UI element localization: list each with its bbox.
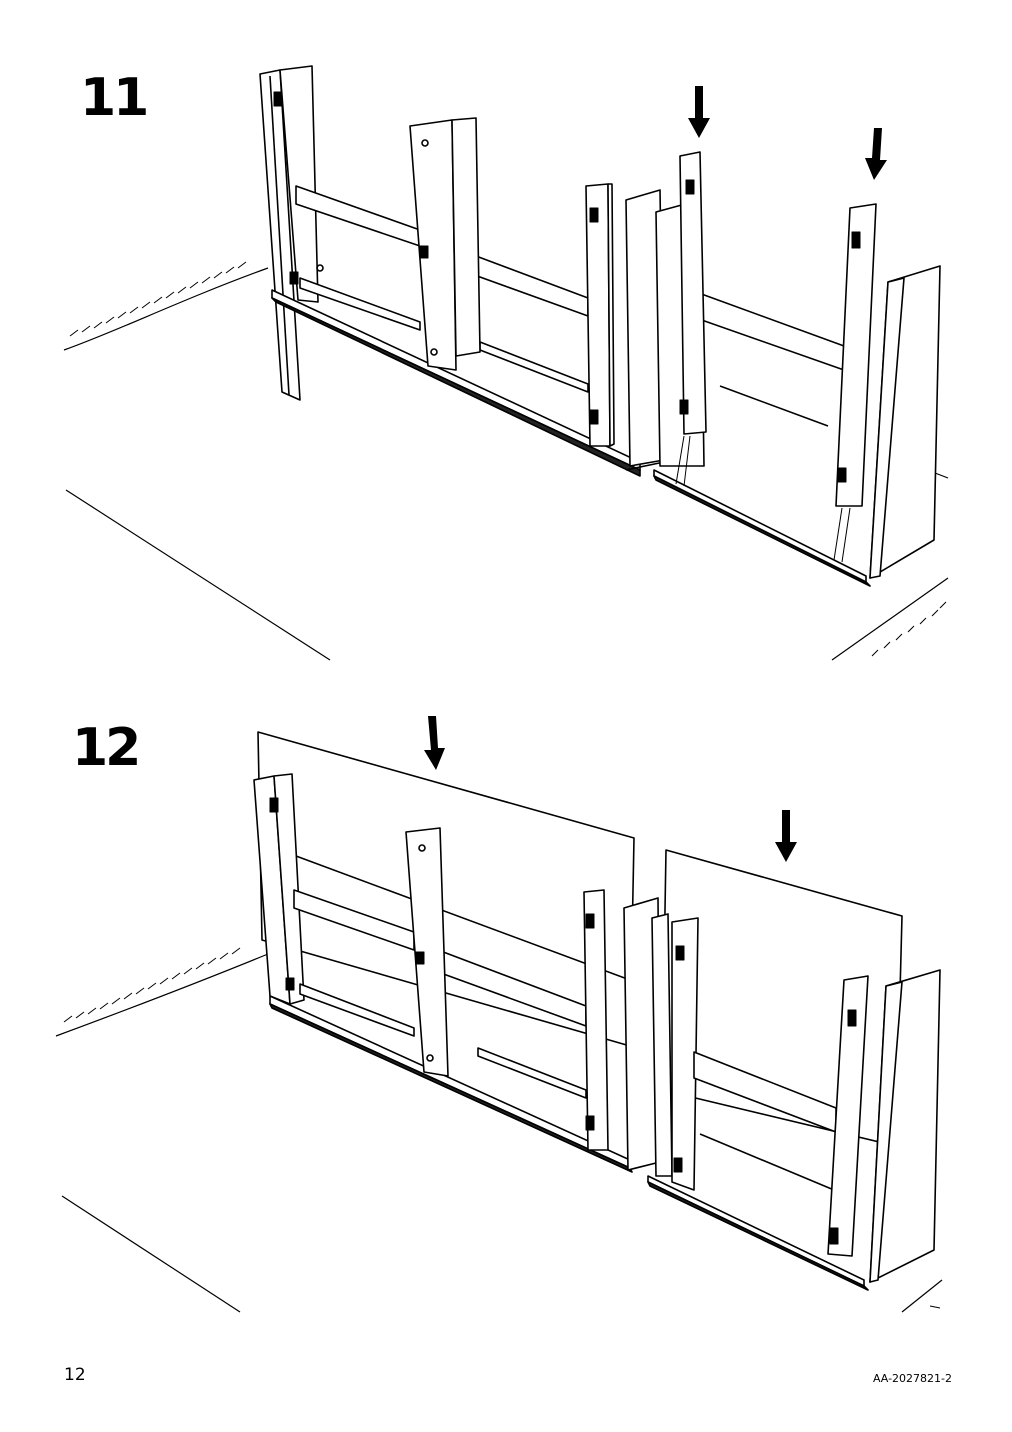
arrow-down-icon	[775, 810, 797, 862]
fittings	[679, 179, 861, 483]
page-number: 12	[64, 1365, 86, 1385]
down-arrows	[688, 86, 887, 180]
arrow-down-icon	[424, 716, 445, 770]
fittings	[673, 945, 857, 1245]
step-number-11: 11	[80, 68, 149, 128]
step-11-illustration	[0, 0, 1012, 700]
floor-lines	[64, 262, 948, 660]
left-cabinet	[254, 774, 660, 1172]
document-code: AA-2027821-2	[872, 1372, 952, 1385]
arrow-down-icon	[865, 128, 887, 180]
right-cabinet	[648, 914, 940, 1290]
fittings	[273, 91, 599, 425]
arrow-down-icon	[688, 86, 710, 138]
fittings	[269, 797, 595, 1131]
left-cabinet	[260, 66, 664, 476]
floor-lines	[56, 948, 942, 1312]
down-arrows	[424, 716, 797, 862]
step-number-12: 12	[72, 718, 141, 778]
right-cabinet	[654, 152, 940, 586]
